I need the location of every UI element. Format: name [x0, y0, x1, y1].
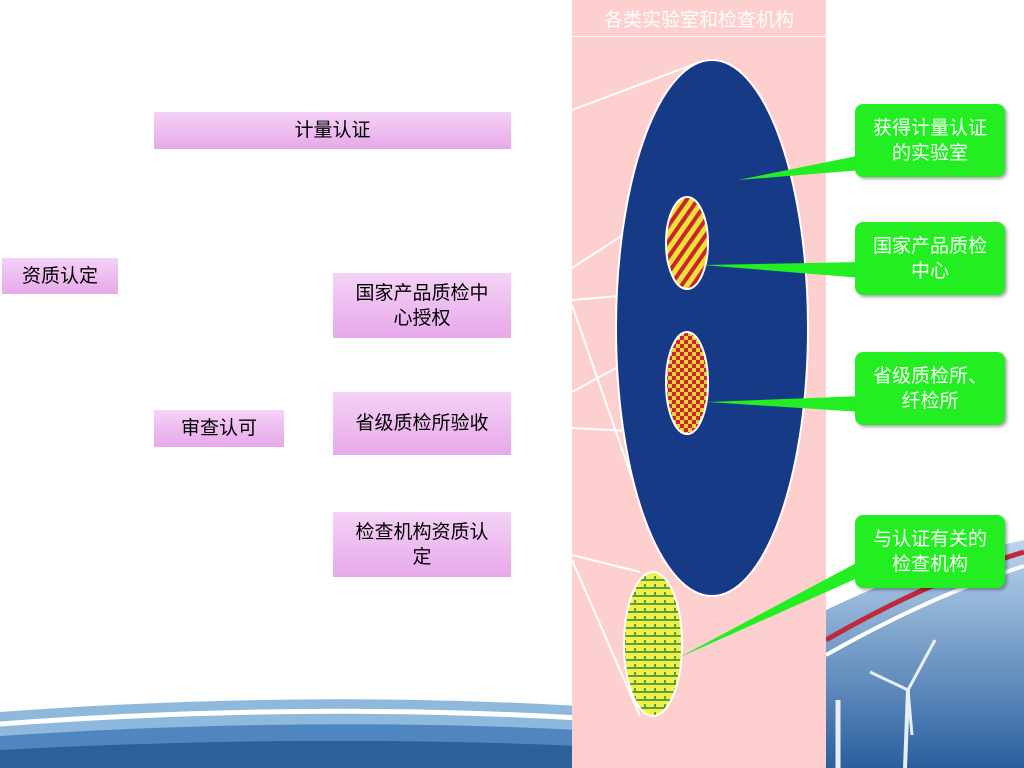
decorative-swoosh	[0, 699, 581, 768]
national-center-ellipse	[665, 196, 709, 290]
callout-pointers	[678, 155, 862, 658]
provincial-institute-callout: 省级质检所、纤检所	[855, 352, 1005, 425]
inspection-body-qualification-label: 检查机构资质认定	[333, 512, 511, 577]
provincial-acceptance-label: 省级质检所验收	[333, 392, 511, 455]
national-center-callout: 国家产品质检中心	[855, 222, 1005, 295]
provincial-institute-ellipse	[665, 331, 709, 435]
certified-labs-callout: 获得计量认证的实验室	[855, 104, 1005, 177]
root-qualification-label: 资质认定	[2, 258, 118, 294]
review-approval-label: 审查认可	[154, 410, 284, 447]
national-center-authorization-label: 国家产品质检中心授权	[333, 273, 511, 338]
certified-labs-ellipse	[615, 59, 809, 597]
column-title: 各类实验室和检查机构	[572, 0, 826, 37]
metrology-certification-label: 计量认证	[154, 112, 511, 149]
decorative-wind-turbines	[824, 540, 1024, 768]
inspection-body-callout: 与认证有关的检查机构	[855, 515, 1005, 588]
inspection-body-ellipse	[623, 571, 683, 717]
